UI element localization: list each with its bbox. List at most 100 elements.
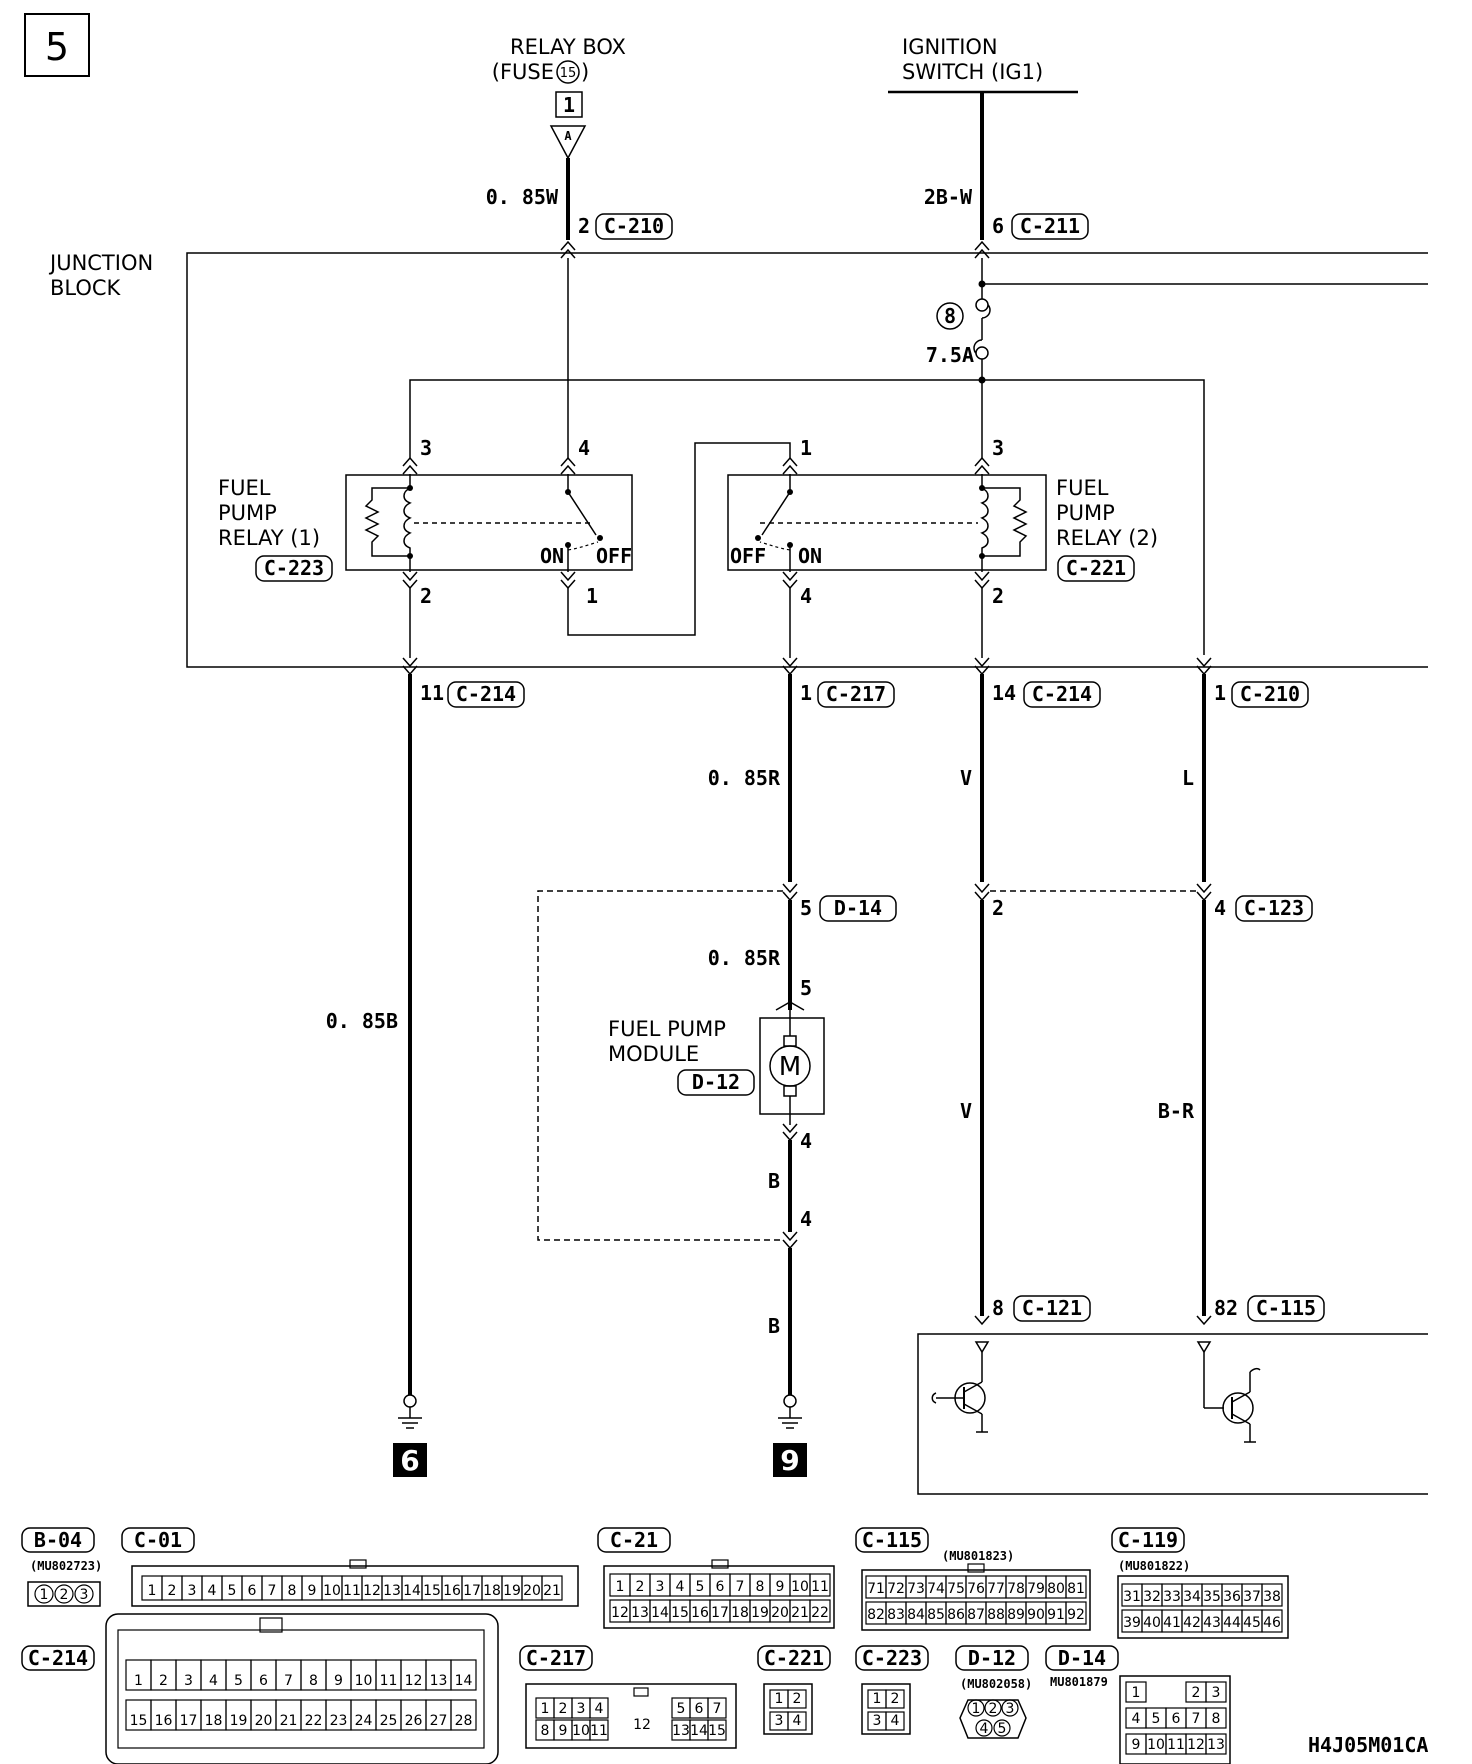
junction-block-outline (186, 252, 1428, 668)
pin-number: 9 (1132, 1737, 1141, 1753)
pin-number: 71 (867, 1581, 885, 1597)
pin-number: 24 (355, 1713, 373, 1729)
pin-number: 81 (1067, 1581, 1085, 1597)
pin-number: 3 (188, 1583, 197, 1599)
ground-ref-box (773, 1443, 807, 1477)
pin-number: 9 (308, 1583, 317, 1599)
pin-number: 18 (731, 1605, 749, 1621)
fuse-number: 15 (560, 66, 577, 81)
pin-number: 8 (309, 1673, 318, 1689)
connector-label: C-214 (1032, 682, 1092, 706)
connector-label: C-123 (1244, 896, 1304, 920)
fuel-pump-relay-2 (727, 474, 1047, 571)
svg-text:4: 4 (800, 1207, 812, 1231)
pin-number: 2 (159, 1673, 168, 1689)
pin-number: 8 (1212, 1711, 1221, 1727)
pin-number: 12 (611, 1605, 629, 1621)
connector-label: C-210 (604, 214, 664, 238)
fuel-pump-relay-1 (345, 474, 633, 571)
pin-number: 31 (1123, 1589, 1141, 1605)
engine-ecu-box (917, 1333, 1428, 1495)
svg-text:11: 11 (420, 681, 444, 705)
svg-text:RELAY (1): RELAY (1) (218, 526, 320, 550)
pin-number: 35 (1203, 1589, 1221, 1605)
relay-box-label: RELAY BOX (FUSE 15 ) (492, 35, 626, 84)
pin-number: 10 (791, 1579, 809, 1595)
pin-number: 76 (967, 1581, 985, 1597)
page-number-box (24, 13, 90, 77)
svg-text:4: 4 (1214, 896, 1226, 920)
legend-connector-name: C-115 (862, 1528, 922, 1552)
pin-number: 84 (907, 1607, 925, 1623)
pin-number: 8 (756, 1579, 765, 1595)
pin-number: 89 (1007, 1607, 1025, 1623)
document-code: H4J05M01CA (1308, 1733, 1428, 1757)
svg-text:MU801879: MU801879 (1050, 1675, 1108, 1689)
svg-text:0. 85B: 0. 85B (326, 1009, 398, 1033)
pin-number: 22 (811, 1605, 829, 1621)
pin-number: 44 (1223, 1615, 1241, 1631)
pin-number: 43 (1203, 1615, 1221, 1631)
pin-number: 12 (1187, 1737, 1205, 1753)
svg-text:2: 2 (992, 584, 1004, 608)
pin-number: 25 (380, 1713, 398, 1729)
svg-text:L: L (1182, 766, 1194, 790)
page-number: 5 (45, 25, 69, 69)
connector-label: C-121 (1022, 1296, 1082, 1320)
pin-number: 83 (887, 1607, 905, 1623)
svg-text:1: 1 (586, 584, 598, 608)
svg-text:5: 5 (800, 976, 812, 1000)
pin-number: 1 (873, 1691, 882, 1707)
pin-number: 75 (947, 1581, 965, 1597)
pin-number: 92 (1067, 1607, 1085, 1623)
pin-number: 3 (577, 1701, 586, 1717)
pin-number: 72 (887, 1581, 905, 1597)
legend-connector-name: C-21 (610, 1528, 658, 1552)
pin-number: 13 (631, 1605, 649, 1621)
pin-number: 4 (891, 1713, 900, 1729)
svg-text:14: 14 (992, 681, 1016, 705)
connector-label: C-214 (456, 682, 516, 706)
pin-number: 6 (1172, 1711, 1181, 1727)
svg-text:IGNITION: IGNITION (902, 35, 998, 59)
svg-text:PUMP: PUMP (1056, 501, 1115, 525)
pin-number: 16 (443, 1583, 461, 1599)
pin-number: 34 (1183, 1589, 1201, 1605)
legend-connector-name: C-214 (28, 1646, 88, 1670)
transistor-symbol (1203, 1352, 1261, 1443)
pin-number: 14 (403, 1583, 421, 1599)
off-label: OFF (596, 544, 632, 568)
pin-number: 7 (713, 1701, 722, 1717)
pin-number: 82 (867, 1607, 885, 1623)
pin-number: 16 (691, 1605, 709, 1621)
pin-number: 85 (927, 1607, 945, 1623)
pin-number: 6 (248, 1583, 257, 1599)
pin-number: 15 (130, 1713, 148, 1729)
pin-number: 21 (543, 1583, 561, 1599)
legend-connector-name: C-119 (1118, 1528, 1178, 1552)
pin-number: 11 (811, 1579, 829, 1595)
svg-text:V: V (960, 766, 972, 790)
svg-text:RELAY (2): RELAY (2) (1056, 526, 1158, 550)
svg-text:B: B (768, 1169, 780, 1193)
svg-text:(MU802723): (MU802723) (30, 1559, 102, 1573)
pin-number: 33 (1163, 1589, 1181, 1605)
pin-number: 4 (1132, 1711, 1141, 1727)
pin-number: 20 (771, 1605, 789, 1621)
pin-number: 17 (463, 1583, 481, 1599)
svg-text:2: 2 (420, 584, 432, 608)
pin-number: 7 (736, 1579, 745, 1595)
pin-number: 13 (430, 1673, 448, 1689)
pin-number: 36 (1223, 1589, 1241, 1605)
pin-number: 91 (1047, 1607, 1065, 1623)
pin-number: 38 (1263, 1589, 1281, 1605)
pin-number: 3 (656, 1579, 665, 1595)
ignition-label: IGNITION SWITCH (IG1) (902, 35, 1043, 84)
svg-text:M: M (779, 1052, 801, 1082)
pin-number: 2 (793, 1691, 802, 1707)
svg-text:6: 6 (400, 1444, 419, 1477)
pin-number: 4 (208, 1583, 217, 1599)
fuse-number-label: 8 (944, 304, 956, 328)
ground-symbol (398, 1394, 422, 1429)
